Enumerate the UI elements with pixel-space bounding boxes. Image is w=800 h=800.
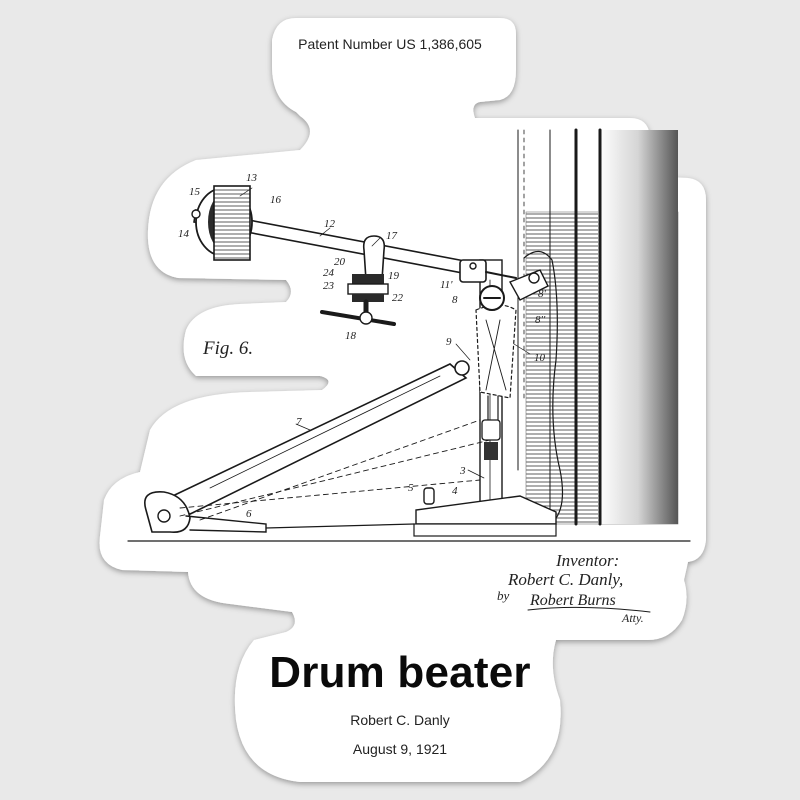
part-number: 19 (388, 270, 399, 282)
part-number: 11' (440, 279, 453, 291)
part-number: 16 (270, 194, 281, 206)
attorney-signature: Robert Burns (530, 592, 616, 609)
by-label: by (497, 588, 510, 603)
part-number: 3 (460, 465, 466, 477)
drum-shading (598, 130, 678, 524)
inventor-label: Inventor: (556, 551, 620, 570)
part-number: 10 (534, 352, 545, 364)
part-number: 6 (246, 508, 252, 520)
part-number: 17 (386, 230, 397, 242)
part-number: 5 (408, 482, 414, 494)
line-art (127, 128, 691, 613)
part-number: 8 (452, 294, 458, 306)
part-number: 22 (392, 292, 403, 304)
part-number: 18 (345, 330, 356, 342)
part-number: 14 (178, 228, 189, 240)
part-number: 7 (296, 416, 302, 428)
part-number: 20 (334, 256, 345, 268)
patent-number: Patent Number US 1,386,605 (298, 36, 482, 52)
patent-date: August 9, 1921 (352, 741, 448, 757)
part-number: 8' (538, 288, 546, 300)
part-number: 24 (323, 267, 334, 279)
figure-label: Fig. 6. (203, 338, 254, 359)
part-number: 9 (446, 336, 452, 348)
part-number: 4 (452, 485, 458, 497)
inventor-signature: Robert C. Danly, (508, 570, 624, 589)
part-number: 23 (323, 280, 334, 292)
sticker-title: Drum beater (269, 648, 531, 697)
part-number: 12 (324, 218, 335, 230)
part-number: 15 (189, 186, 200, 198)
part-number: 13 (246, 172, 257, 184)
inventor-name: Robert C. Danly (350, 712, 450, 728)
attorney-label: Atty. (622, 611, 644, 625)
part-number: 8'' (535, 314, 546, 326)
